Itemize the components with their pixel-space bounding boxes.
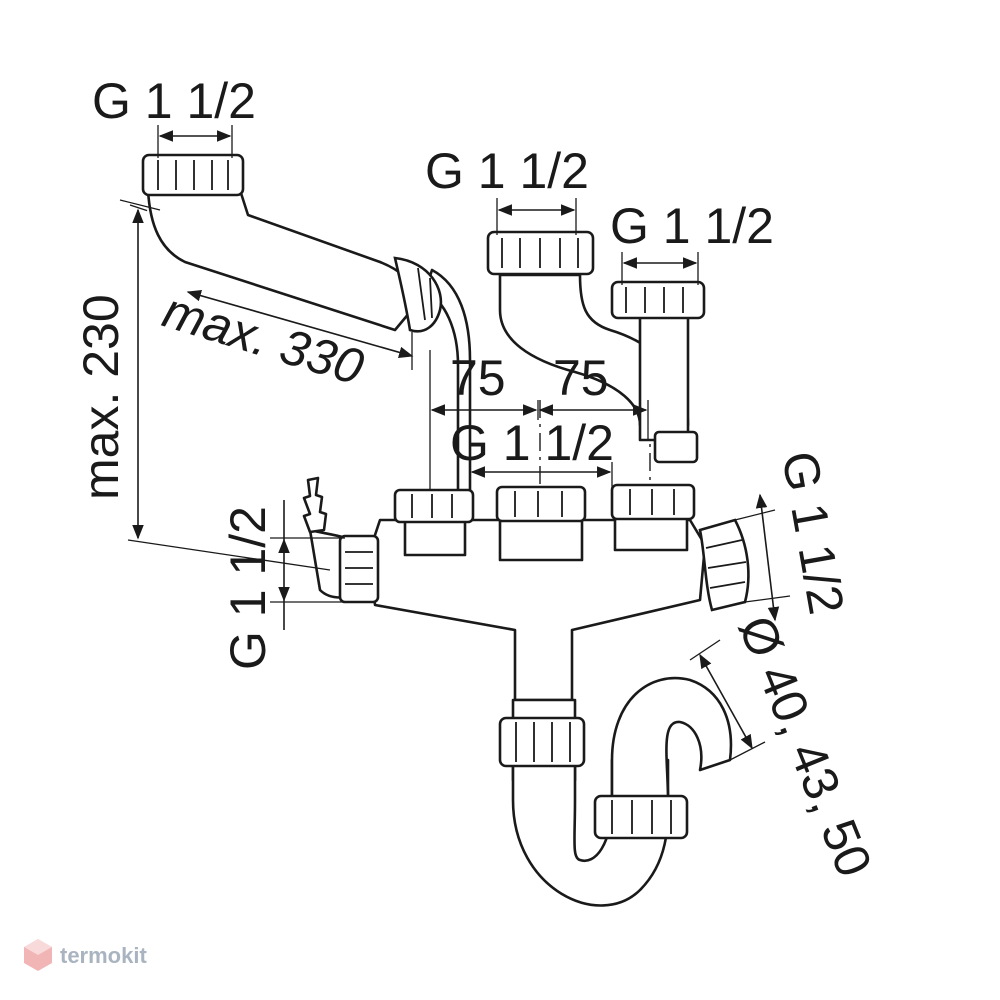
label-thread-center: G 1 1/2 (450, 415, 614, 471)
label-thread-top-left: G 1 1/2 (92, 73, 256, 129)
label-spacing-right: 75 (553, 350, 609, 406)
label-height: max. 230 (73, 294, 129, 500)
label-thread-right-vertical: G 1 1/2 (771, 447, 855, 618)
label-thread-top-middle: G 1 1/2 (425, 143, 589, 199)
watermark-logo-icon (24, 939, 52, 971)
label-spacing-left: 75 (450, 350, 506, 406)
coupling-nuts (141, 153, 750, 840)
label-thread-left-vertical: G 1 1/2 (220, 506, 276, 670)
watermark-text: termokit (60, 943, 147, 968)
dimension-lines (119, 125, 791, 761)
watermark: termokit (24, 939, 147, 971)
label-thread-top-right: G 1 1/2 (610, 198, 774, 254)
